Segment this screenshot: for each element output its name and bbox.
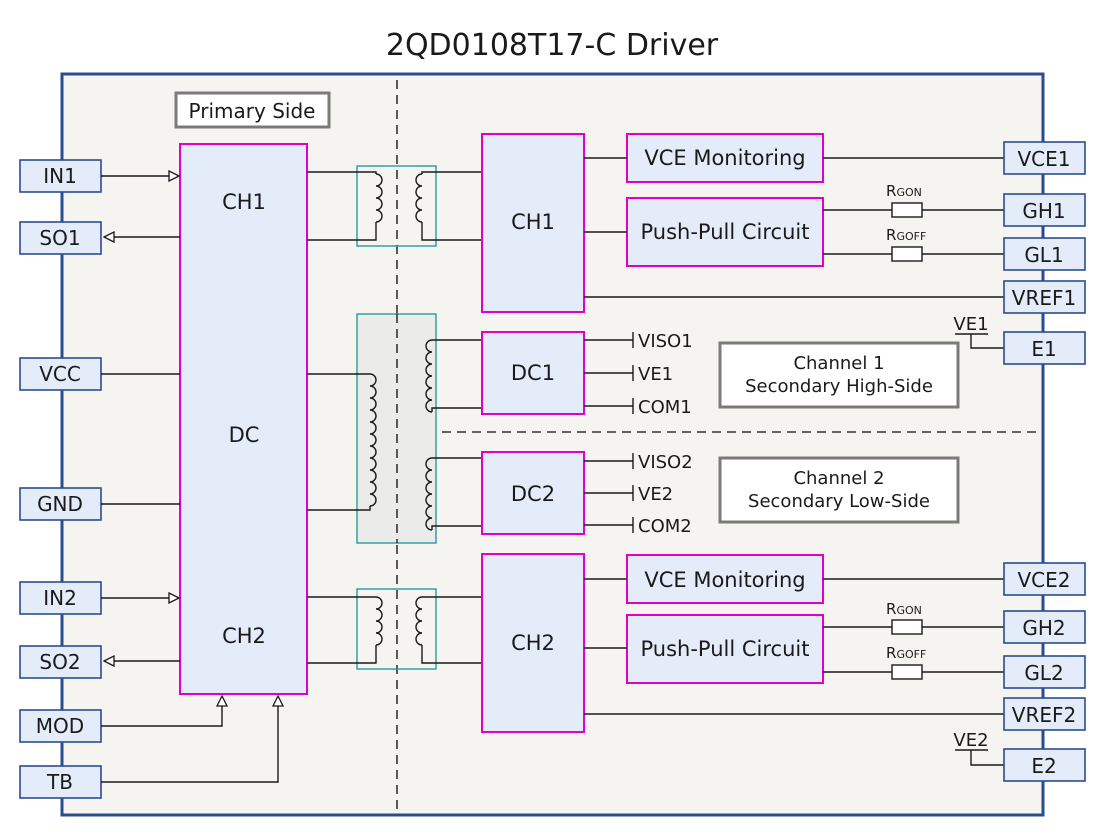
rgon-1-label: RGON	[886, 182, 922, 200]
pin-gl2-label: GL2	[1024, 661, 1063, 685]
push-pull-1-block	[626, 197, 824, 267]
pin-in1-label: IN1	[43, 164, 77, 188]
diagram-title: 2QD0108T17-C Driver	[386, 28, 719, 63]
pin-gl1	[1003, 237, 1086, 271]
secondary-ch2-label: CH2	[511, 631, 555, 655]
dc2-outputs	[584, 453, 634, 533]
channel1-title: Channel 1	[793, 353, 884, 374]
pin-vce1	[1003, 141, 1086, 175]
channel2-title: Channel 2	[793, 468, 884, 489]
pin-vcc-label: VCC	[39, 362, 81, 386]
channel2-box	[718, 456, 960, 524]
pin-gl2	[1003, 655, 1086, 689]
ch1-wiring	[584, 157, 1004, 298]
pin-tb-label: TB	[46, 770, 73, 794]
primary-control-block	[179, 143, 308, 695]
ve2-ref-label: VE2	[953, 730, 988, 751]
secondary-ch1-block	[481, 133, 585, 313]
dc2-viso-label: VISO2	[638, 452, 693, 473]
primary-side-label: Primary Side	[189, 99, 316, 123]
push-pull-2-block	[626, 614, 824, 684]
pin-vref2-label: VREF2	[1012, 703, 1076, 727]
channel2-subtitle: Secondary Low-Side	[748, 491, 930, 512]
rgon-2-label: RGON	[886, 600, 922, 618]
dc1-label: DC1	[511, 361, 555, 385]
channel1-box	[718, 341, 960, 409]
pin-gh1-label: GH1	[1022, 199, 1065, 223]
pin-gnd	[19, 487, 102, 521]
pin-vcc	[19, 357, 102, 391]
rgoff-1-label: RGOFF	[886, 226, 926, 244]
pin-so1-label: SO1	[39, 226, 80, 250]
dc1-block	[481, 331, 585, 415]
transformer-ch2	[307, 588, 482, 670]
dc1-com-label: COM1	[638, 397, 692, 418]
primary-dc-label: DC	[229, 423, 260, 447]
pin-vref1	[1003, 280, 1086, 314]
rgoff-2-label: RGOFF	[886, 644, 926, 662]
primary-side-box	[174, 91, 331, 129]
pin-gh1	[1003, 193, 1086, 227]
channel1-subtitle: Secondary High-Side	[745, 376, 933, 397]
pin-vce2-label: VCE2	[1017, 568, 1070, 592]
pin-e2	[1003, 748, 1086, 782]
pin-e2-label: E2	[1031, 754, 1056, 778]
pin-gh2-label: GH2	[1022, 616, 1065, 640]
pin-vce2	[1003, 562, 1086, 596]
dc2-com-label: COM2	[638, 516, 692, 537]
pin-gnd-label: GND	[37, 492, 83, 516]
pin-tb	[19, 765, 102, 799]
ve1-ref-label: VE1	[953, 314, 988, 335]
pin-in2	[19, 581, 102, 615]
push-pull-2-label: Push-Pull Circuit	[641, 637, 810, 661]
pin-gh2	[1003, 610, 1086, 644]
primary-ch1-label: CH1	[222, 190, 266, 214]
secondary-ch2-block	[481, 553, 585, 733]
dc2-block	[481, 451, 585, 535]
pin-mod	[19, 709, 102, 743]
pin-vref2	[1003, 697, 1086, 731]
pin-gl1-label: GL1	[1024, 243, 1063, 267]
pin-e1-label: E1	[1031, 337, 1056, 361]
pin-e1	[1003, 331, 1086, 365]
pin-mod-label: MOD	[36, 714, 84, 738]
dc1-outputs	[584, 332, 634, 414]
transformer-dc	[307, 313, 482, 544]
vce-monitoring-2-block	[626, 554, 824, 604]
secondary-ch1-label: CH1	[511, 210, 555, 234]
pin-so1	[19, 221, 102, 255]
pin-vref1-label: VREF1	[1012, 286, 1076, 310]
pin-vce1-label: VCE1	[1017, 147, 1070, 171]
pin-in2-label: IN2	[43, 586, 77, 610]
left-wiring	[101, 176, 278, 783]
dc1-viso-label: VISO1	[638, 331, 693, 352]
ch2-wiring	[584, 578, 1004, 715]
dc2-label: DC2	[511, 482, 555, 506]
ve2-reference	[955, 749, 1004, 766]
dc2-ve-label: VE2	[638, 484, 673, 505]
vce-monitoring-2-label: VCE Monitoring	[644, 568, 805, 592]
primary-ch2-label: CH2	[222, 624, 266, 648]
push-pull-1-label: Push-Pull Circuit	[641, 220, 810, 244]
vce-monitoring-1-label: VCE Monitoring	[644, 146, 805, 170]
transformer-ch1	[307, 165, 482, 247]
dc1-ve-label: VE1	[638, 364, 673, 385]
pin-so2	[19, 645, 102, 679]
pin-so2-label: SO2	[39, 650, 80, 674]
ve1-reference	[955, 333, 1004, 349]
